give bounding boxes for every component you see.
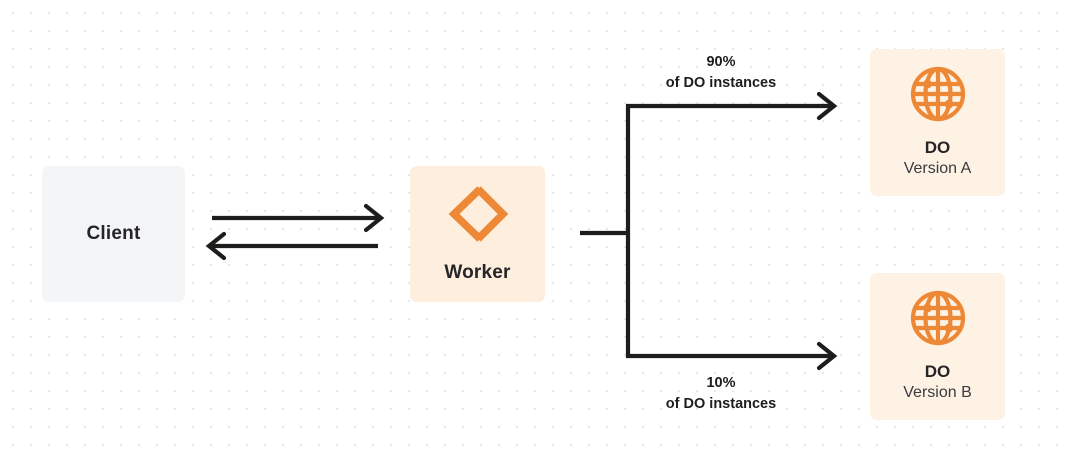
node-do-b-label: DO <box>924 361 951 381</box>
node-do-a-sublabel: Version A <box>903 160 972 178</box>
node-do-a-label: DO <box>924 137 951 157</box>
node-do-version-a[interactable]: DO Version A <box>870 49 1005 196</box>
edge-label-do-b-detail: of DO instances <box>665 396 777 413</box>
edge-worker-to-do-a <box>626 91 838 121</box>
edge-worker-to-do-b <box>626 341 838 371</box>
edge-label-do-a-detail: of DO instances <box>665 75 777 92</box>
globe-icon <box>909 289 967 347</box>
node-client-label: Client <box>86 222 141 244</box>
node-client[interactable]: Client <box>42 166 185 302</box>
edge-label-do-a: 90% of DO instances <box>610 52 832 94</box>
globe-icon <box>909 65 967 123</box>
node-do-b-sublabel: Version B <box>903 384 972 402</box>
edge-label-do-a-percent: 90% <box>706 54 736 70</box>
node-worker-label: Worker <box>444 261 511 283</box>
edge-client-to-worker <box>212 203 385 233</box>
worker-chevrons-icon <box>445 184 511 244</box>
edge-label-do-b-percent: 10% <box>706 375 736 391</box>
edge-worker-to-client <box>205 231 378 261</box>
node-do-version-b[interactable]: DO Version B <box>870 273 1005 420</box>
edge-worker-branch-trunk <box>580 104 631 358</box>
edge-label-do-b: 10% of DO instances <box>610 373 832 415</box>
node-worker[interactable]: Worker <box>410 166 545 302</box>
